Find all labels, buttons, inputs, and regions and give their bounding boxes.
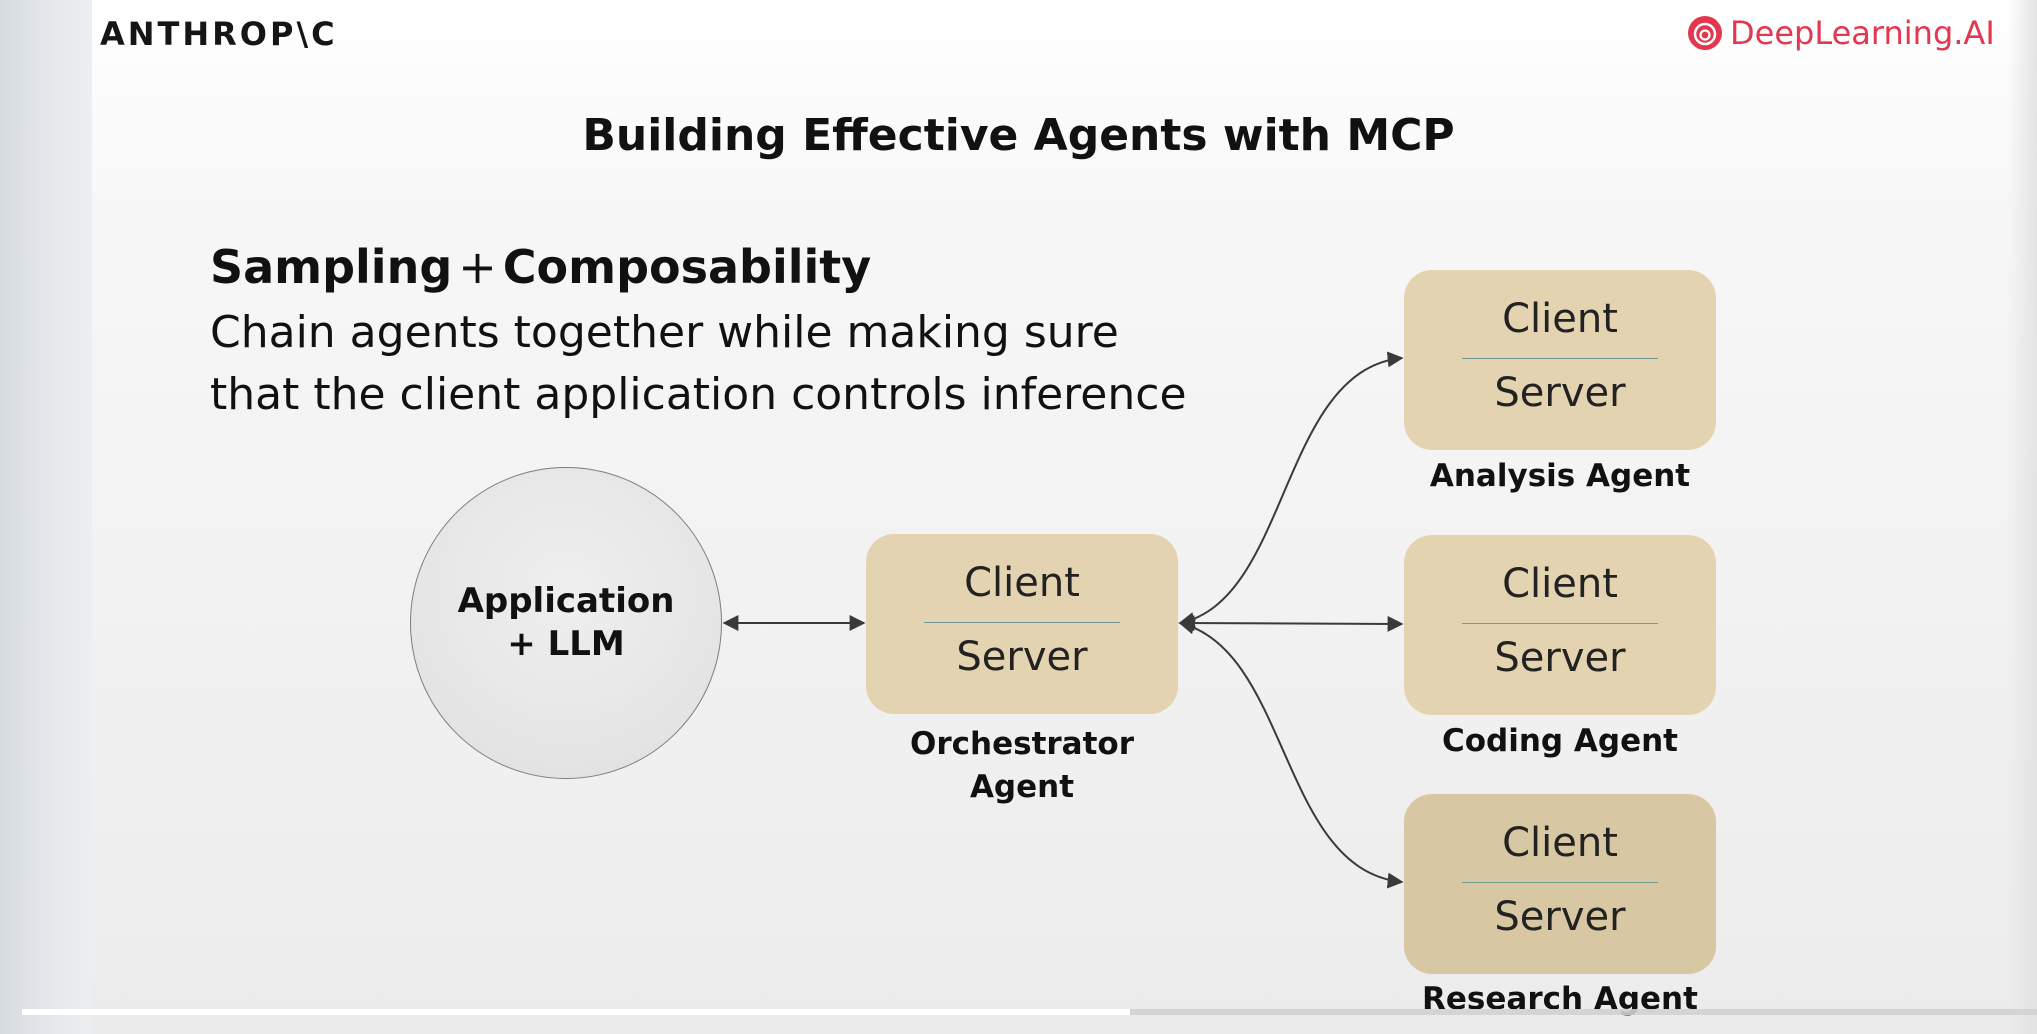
server-label: Server (956, 634, 1088, 680)
orchestrator-label-line-1: Orchestrator (910, 726, 1134, 762)
box-divider (924, 622, 1120, 623)
research-agent-box: Client Server (1404, 794, 1716, 974)
partner-name: DeepLearning.AI (1730, 14, 1995, 52)
deeplearning-ai-logo: DeepLearning.AI (1686, 14, 1995, 52)
coding-agent-label: Coding Agent (1441, 723, 1678, 759)
deeplearning-ai-icon (1688, 16, 1722, 50)
orchestrator-label-line-2: Agent (969, 769, 1075, 805)
analysis-agent-label: Analysis Agent (1429, 458, 1691, 494)
analysis-agent-box: Client Server (1404, 270, 1716, 450)
arrow-to-analysis (1178, 351, 1404, 628)
application-llm-circle: Application + LLM (410, 467, 722, 779)
slide-title: Building Effective Agents with MCP (582, 110, 1455, 161)
server-label: Server (1494, 635, 1626, 681)
slide-subtitle: Sampling+Composability (210, 240, 871, 294)
subtitle-plus: + (458, 240, 497, 294)
app-label-line-2: + LLM (507, 624, 625, 664)
orchestrator-agent-box: Client Server (866, 534, 1178, 714)
orchestrator-agent-label: Orchestrator Agent (866, 723, 1178, 809)
box-divider (1462, 623, 1658, 624)
arrow-to-coding (1178, 615, 1404, 632)
subtitle-composability: Composability (502, 240, 872, 294)
box-divider (1462, 882, 1658, 883)
server-label: Server (1494, 370, 1626, 416)
video-progress-fill[interactable] (22, 1009, 1130, 1015)
right-edge-shade (2007, 0, 2037, 1034)
client-label: Client (1502, 561, 1618, 607)
coding-agent-box: Client Server (1404, 535, 1716, 715)
client-label: Client (1502, 820, 1618, 866)
server-label: Server (1494, 894, 1626, 940)
description-line-1: Chain agents together while making sure (210, 307, 1119, 358)
subtitle-sampling: Sampling (210, 240, 453, 294)
arrow-to-research (1178, 618, 1404, 889)
anthropic-logo: ANTHROP\C (100, 15, 338, 53)
client-label: Client (964, 560, 1080, 606)
app-label-line-1: Application (457, 581, 675, 621)
description-line-2: that the client application controls inf… (210, 369, 1187, 420)
slide-description: Chain agents together while making sure … (210, 302, 1187, 426)
client-label: Client (1502, 296, 1618, 342)
box-divider (1462, 358, 1658, 359)
left-edge-strip (0, 0, 92, 1034)
